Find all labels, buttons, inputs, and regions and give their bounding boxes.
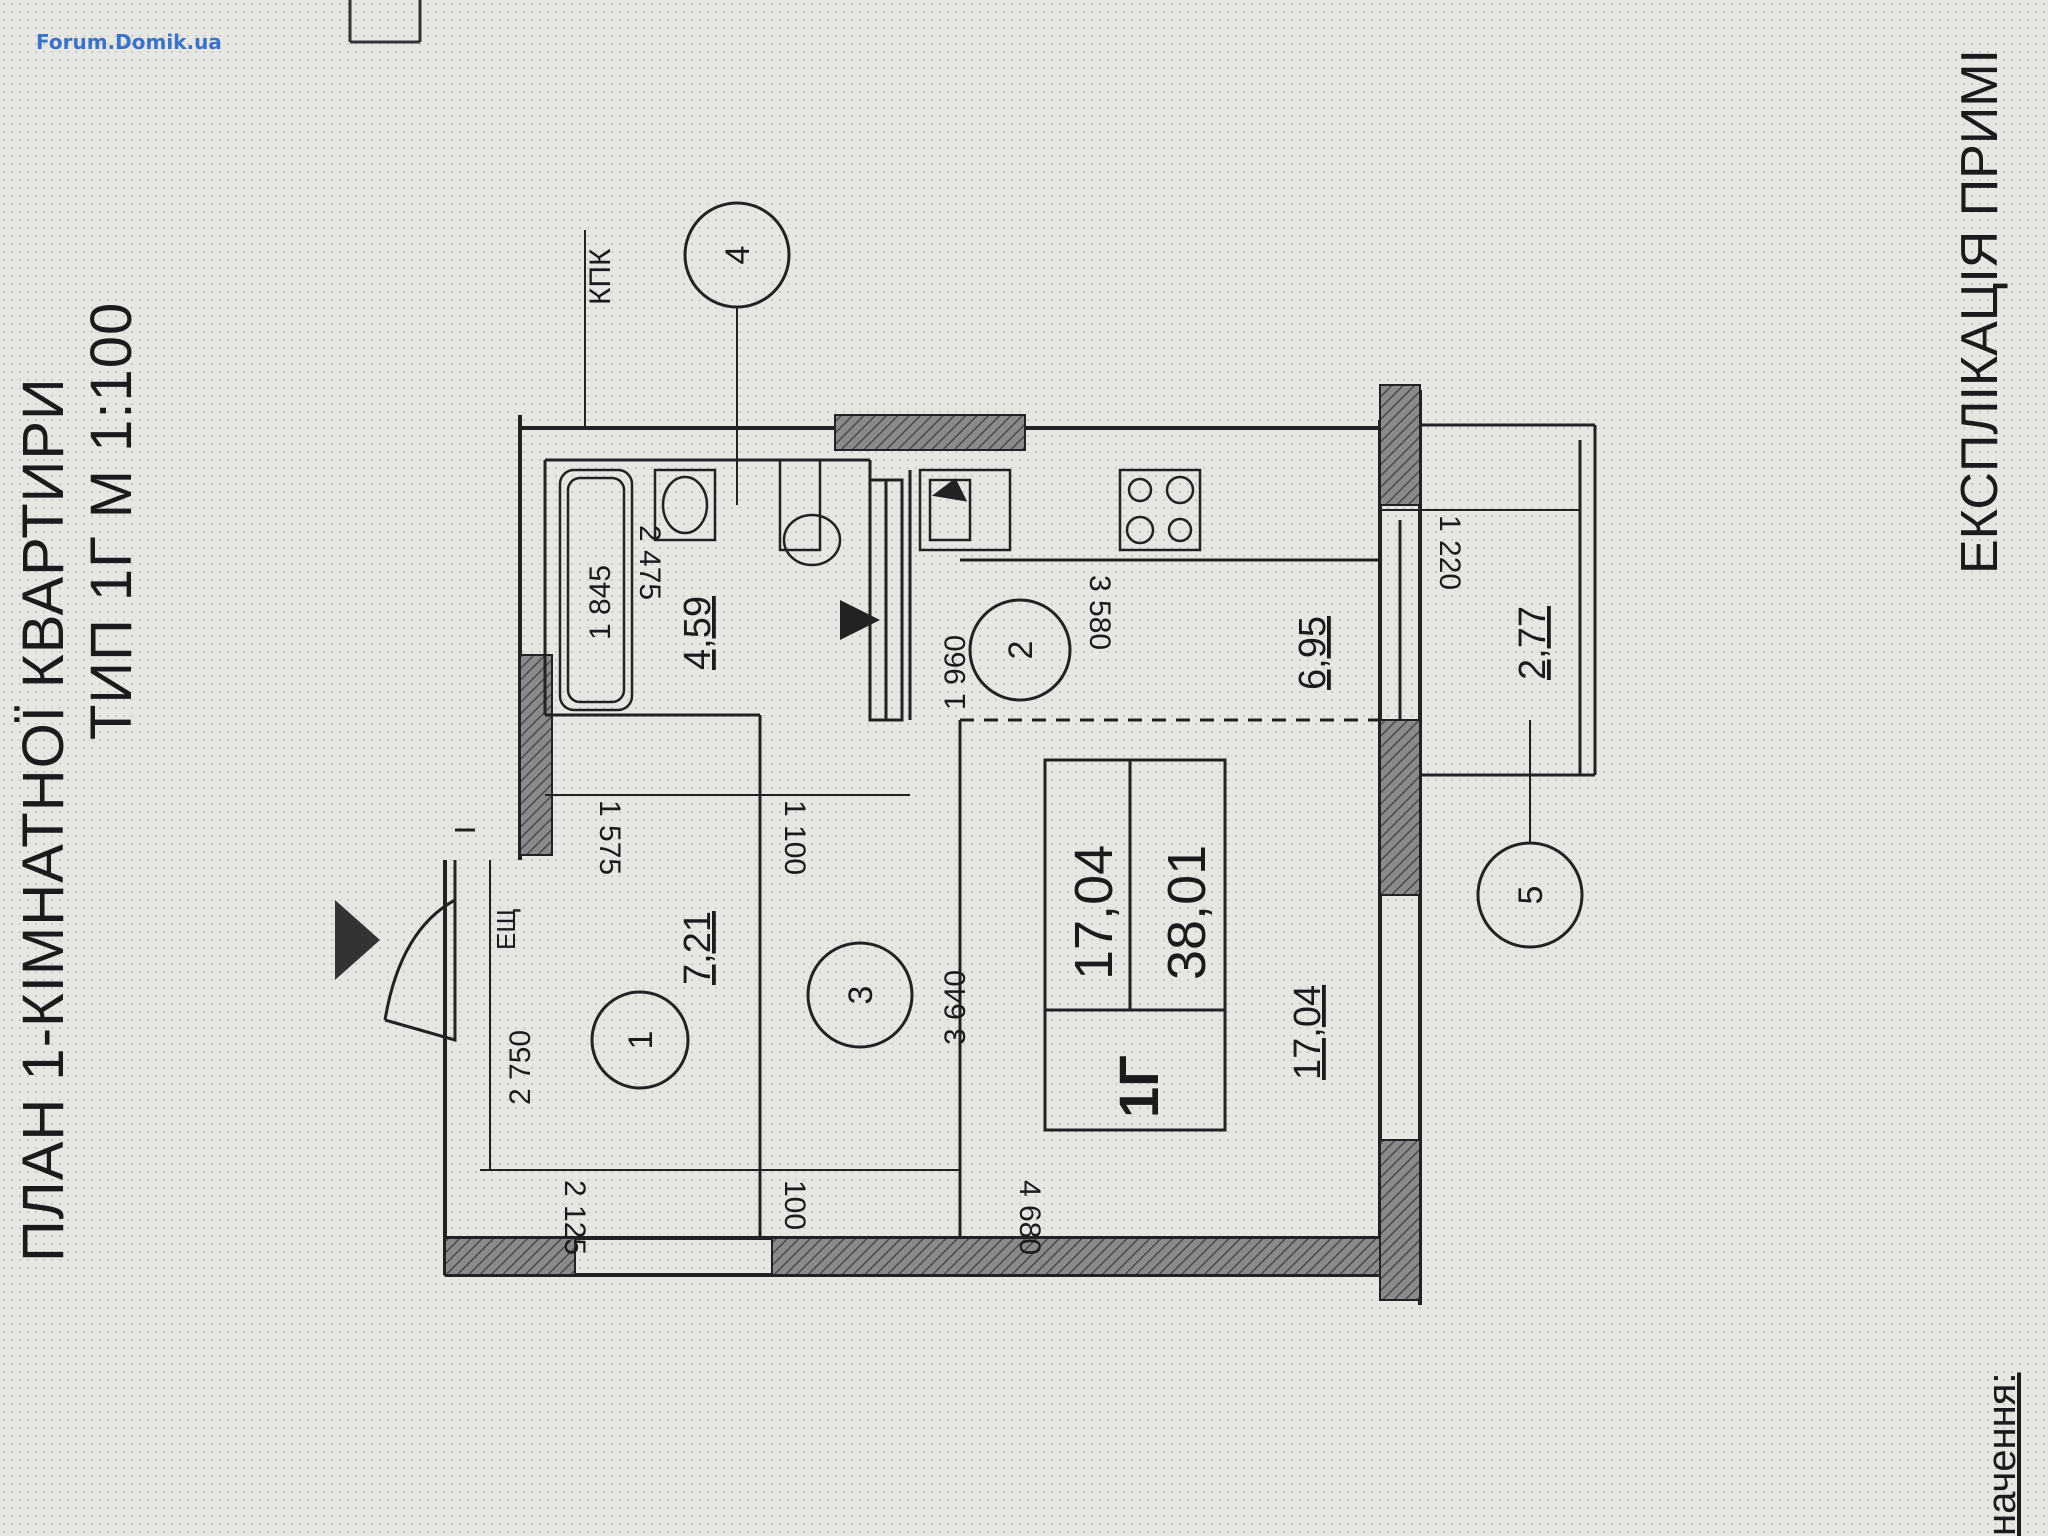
dim-2125: 2 125 xyxy=(558,1180,591,1255)
entrance-door xyxy=(383,828,475,1042)
stove xyxy=(1118,468,1202,552)
svg-text:5: 5 xyxy=(1512,886,1550,905)
balcony xyxy=(1398,423,1597,777)
dim-3580: 3 580 xyxy=(1083,575,1116,650)
wall-hatch-right-mid xyxy=(1379,719,1421,896)
summary-living-area: 17,04 xyxy=(1064,845,1124,980)
room-marker-2: 2 xyxy=(968,598,1072,702)
toilet xyxy=(778,458,842,567)
summary-total-area: 38,01 xyxy=(1157,845,1217,980)
entrance-arrow xyxy=(335,900,380,980)
interior-partitions xyxy=(543,458,1380,1238)
room-area-2: 6,95 xyxy=(1292,616,1334,690)
dimension-lines xyxy=(480,509,1580,1238)
room-area-3: 17,04 xyxy=(1287,985,1329,1080)
shaft-arrow xyxy=(840,600,880,640)
dim-1575: 1 575 xyxy=(593,800,626,875)
svg-text:3: 3 xyxy=(842,986,880,1005)
dim-100-bottom: 100 xyxy=(778,1180,811,1230)
watermark-logo: Forum.Domik.ua xyxy=(36,30,222,54)
svg-text:1: 1 xyxy=(622,1031,660,1050)
room-area-5: 2,77 xyxy=(1512,606,1554,680)
wall-hatch-bottom-left xyxy=(444,1237,576,1276)
eshch-label: ЕЩ xyxy=(491,908,521,950)
room-area-1: 7,21 xyxy=(677,911,719,985)
dim-1960: 1 960 xyxy=(939,635,972,710)
wall-hatch-bottom xyxy=(771,1237,1381,1276)
dim-4680: 4 680 xyxy=(1013,1180,1046,1255)
dim-3640: 3 640 xyxy=(939,970,972,1045)
outer-walls xyxy=(443,390,1422,1305)
wall-hatch-right-top xyxy=(1379,384,1421,506)
room-area-4: 4,59 xyxy=(677,596,719,670)
svg-text:2: 2 xyxy=(1002,641,1040,660)
wall-hatch-right-bottom xyxy=(1379,1139,1421,1301)
dim-1220: 1 220 xyxy=(1433,515,1466,590)
dim-1100: 1 100 xyxy=(778,800,811,875)
room-marker-4: 4 xyxy=(683,201,791,505)
sheet-border-fragment xyxy=(348,0,422,44)
wall-hatch-left xyxy=(519,654,553,856)
dim-2475: 2 475 xyxy=(633,525,666,600)
kitchen-sink xyxy=(918,468,1012,552)
washbasin xyxy=(653,468,717,542)
ventilation-shaft xyxy=(868,478,904,722)
wall-hatch-top xyxy=(834,414,1026,451)
room-marker-1: 1 xyxy=(590,990,690,1090)
room-marker-5: 5 xyxy=(1476,720,1584,949)
svg-text:4: 4 xyxy=(719,246,757,265)
dim-2750: 2 750 xyxy=(504,1030,537,1105)
bathtub xyxy=(558,468,634,712)
apartment-summary-box: 1Г 17,04 38,01 xyxy=(1043,758,1227,1132)
dim-1845: 1 845 xyxy=(584,565,617,640)
summary-type: 1Г xyxy=(1107,1055,1170,1118)
kpk-label: КПК xyxy=(584,248,617,305)
room-marker-3: 3 xyxy=(806,941,914,1049)
